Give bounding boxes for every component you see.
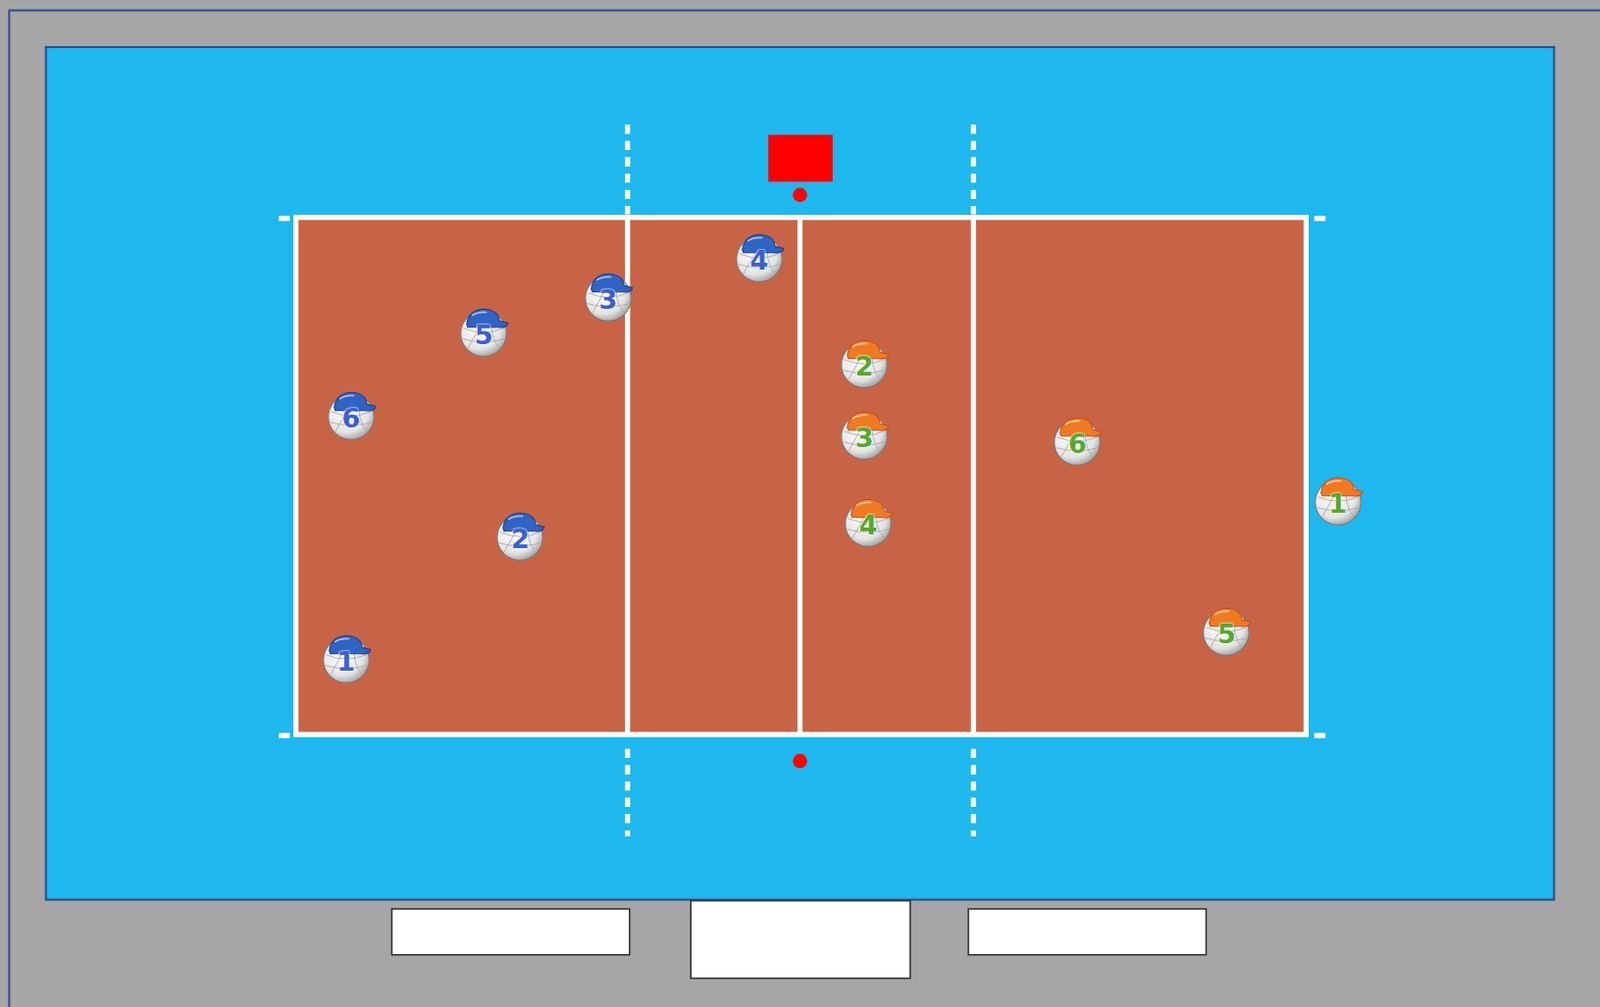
bench	[968, 909, 1206, 956]
player-number: 6	[1050, 429, 1104, 460]
scorer-table	[690, 901, 911, 980]
tick	[278, 215, 290, 221]
cap-shine	[471, 311, 487, 315]
player-marker: 4	[732, 230, 786, 284]
player-marker: 2	[837, 336, 891, 390]
player-marker: 4	[841, 495, 895, 549]
player-number: 2	[837, 352, 891, 382]
player-number: 5	[457, 320, 511, 351]
attack-line	[971, 217, 977, 735]
court-lines	[627, 217, 975, 735]
cap-shine	[856, 502, 872, 506]
player-number: 3	[837, 423, 891, 454]
player-marker: 6	[1050, 413, 1104, 467]
player-marker: 2	[493, 509, 547, 563]
dashed-extension	[624, 749, 630, 837]
bench	[391, 909, 629, 956]
attack-line-extensions	[627, 124, 975, 837]
cap-shine	[852, 414, 868, 418]
tick	[1314, 215, 1326, 221]
cap-shine	[1326, 480, 1342, 484]
cap-shine	[852, 344, 868, 348]
net-post	[792, 188, 808, 204]
player-number: 3	[581, 285, 635, 315]
player-number: 4	[732, 246, 786, 276]
free-zone	[46, 47, 1554, 901]
player-number: 4	[841, 511, 895, 541]
dashed-extension	[971, 749, 977, 837]
dashed-extension	[624, 124, 630, 215]
arena-outline	[8, 10, 1600, 1007]
tick	[1314, 733, 1326, 739]
player-number: 6	[324, 404, 378, 434]
player-marker: 5	[457, 305, 511, 359]
cap-shine	[596, 276, 612, 280]
net-post	[792, 754, 808, 770]
service-ticks	[278, 218, 1326, 736]
cap-shine	[339, 396, 355, 400]
tick	[278, 733, 290, 739]
dashed-extension	[971, 124, 977, 215]
playing-court	[296, 217, 1307, 735]
cap-shine	[1066, 421, 1082, 425]
cap-shine	[509, 516, 524, 519]
player-marker: 1	[319, 631, 373, 685]
player-number: 5	[1199, 619, 1253, 650]
cap-shine	[747, 237, 763, 241]
player-number: 1	[319, 647, 373, 677]
referee-stand	[768, 134, 833, 182]
player-marker: 1	[1311, 473, 1365, 527]
center-line	[797, 217, 803, 735]
player-marker: 5	[1199, 604, 1253, 658]
player-marker: 6	[324, 388, 378, 442]
cap-shine	[1214, 611, 1230, 615]
player-marker: 3	[837, 408, 891, 462]
cap-shine	[334, 638, 350, 642]
player-marker: 3	[581, 269, 635, 323]
player-number: 2	[493, 524, 547, 555]
player-number: 1	[1311, 489, 1365, 519]
